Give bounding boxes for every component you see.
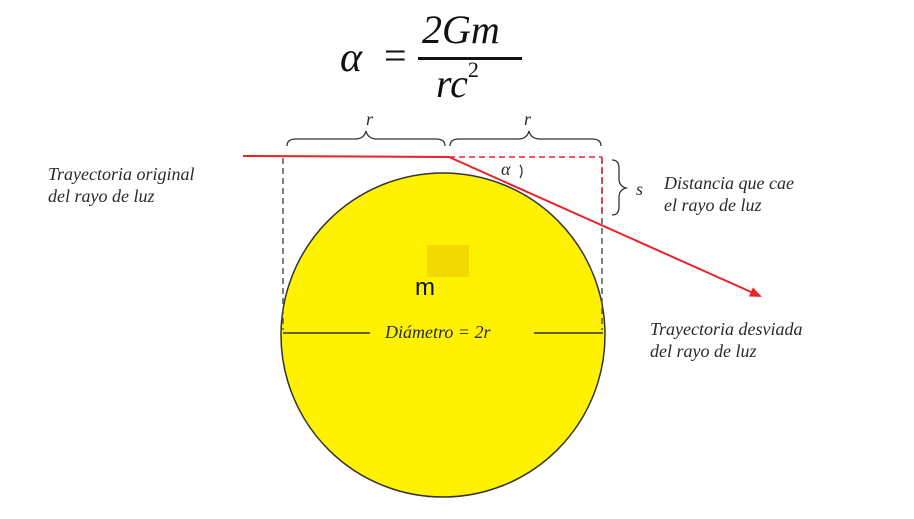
- deviated-ray: [448, 156, 762, 297]
- brace-s: [611, 159, 629, 216]
- radius-label-right: r: [524, 109, 532, 129]
- original-trajectory-line2: del rayo de luz: [48, 186, 155, 206]
- alpha-angle-arc: [519, 164, 523, 179]
- highlight-patch: [427, 245, 469, 277]
- deviated-trajectory-label: Trayectoria desviada del rayo de luz: [650, 318, 802, 362]
- fall-distance-label: Distancia que cae el rayo de luz: [664, 172, 794, 216]
- mass-label: m: [415, 274, 435, 301]
- original-ray: [242, 155, 450, 158]
- formula-denominator-exponent: 2: [467, 56, 479, 82]
- deviated-trajectory-line1: Trayectoria desviada: [650, 319, 803, 339]
- mass-sphere: [280, 172, 606, 498]
- radius-label-left: r: [366, 109, 374, 129]
- fall-distance-line1: Distancia que cae: [664, 173, 794, 193]
- original-trajectory-label: Trayectoria original del rayo de luz: [48, 163, 195, 207]
- formula-alpha: α: [340, 35, 363, 81]
- s-label: s: [636, 179, 644, 199]
- original-trajectory-line1: Trayectoria original: [48, 164, 195, 184]
- formula-fraction-bar: [418, 57, 522, 60]
- alpha-label: α: [501, 159, 511, 179]
- formula-denominator: rc2: [436, 56, 479, 107]
- diameter-label: Diámetro = 2r: [385, 322, 491, 342]
- brace-right-r: [449, 130, 602, 147]
- fall-distance-line2: el rayo de luz: [664, 195, 762, 215]
- formula-equals: =: [384, 33, 407, 78]
- formula-numerator: 2Gm: [422, 7, 500, 52]
- brace-left-r: [286, 130, 446, 147]
- deviated-trajectory-line2: del rayo de luz: [650, 341, 757, 361]
- deflection-formula: α = 2Gm rc2: [340, 6, 522, 107]
- formula-denominator-base: rc: [436, 61, 468, 106]
